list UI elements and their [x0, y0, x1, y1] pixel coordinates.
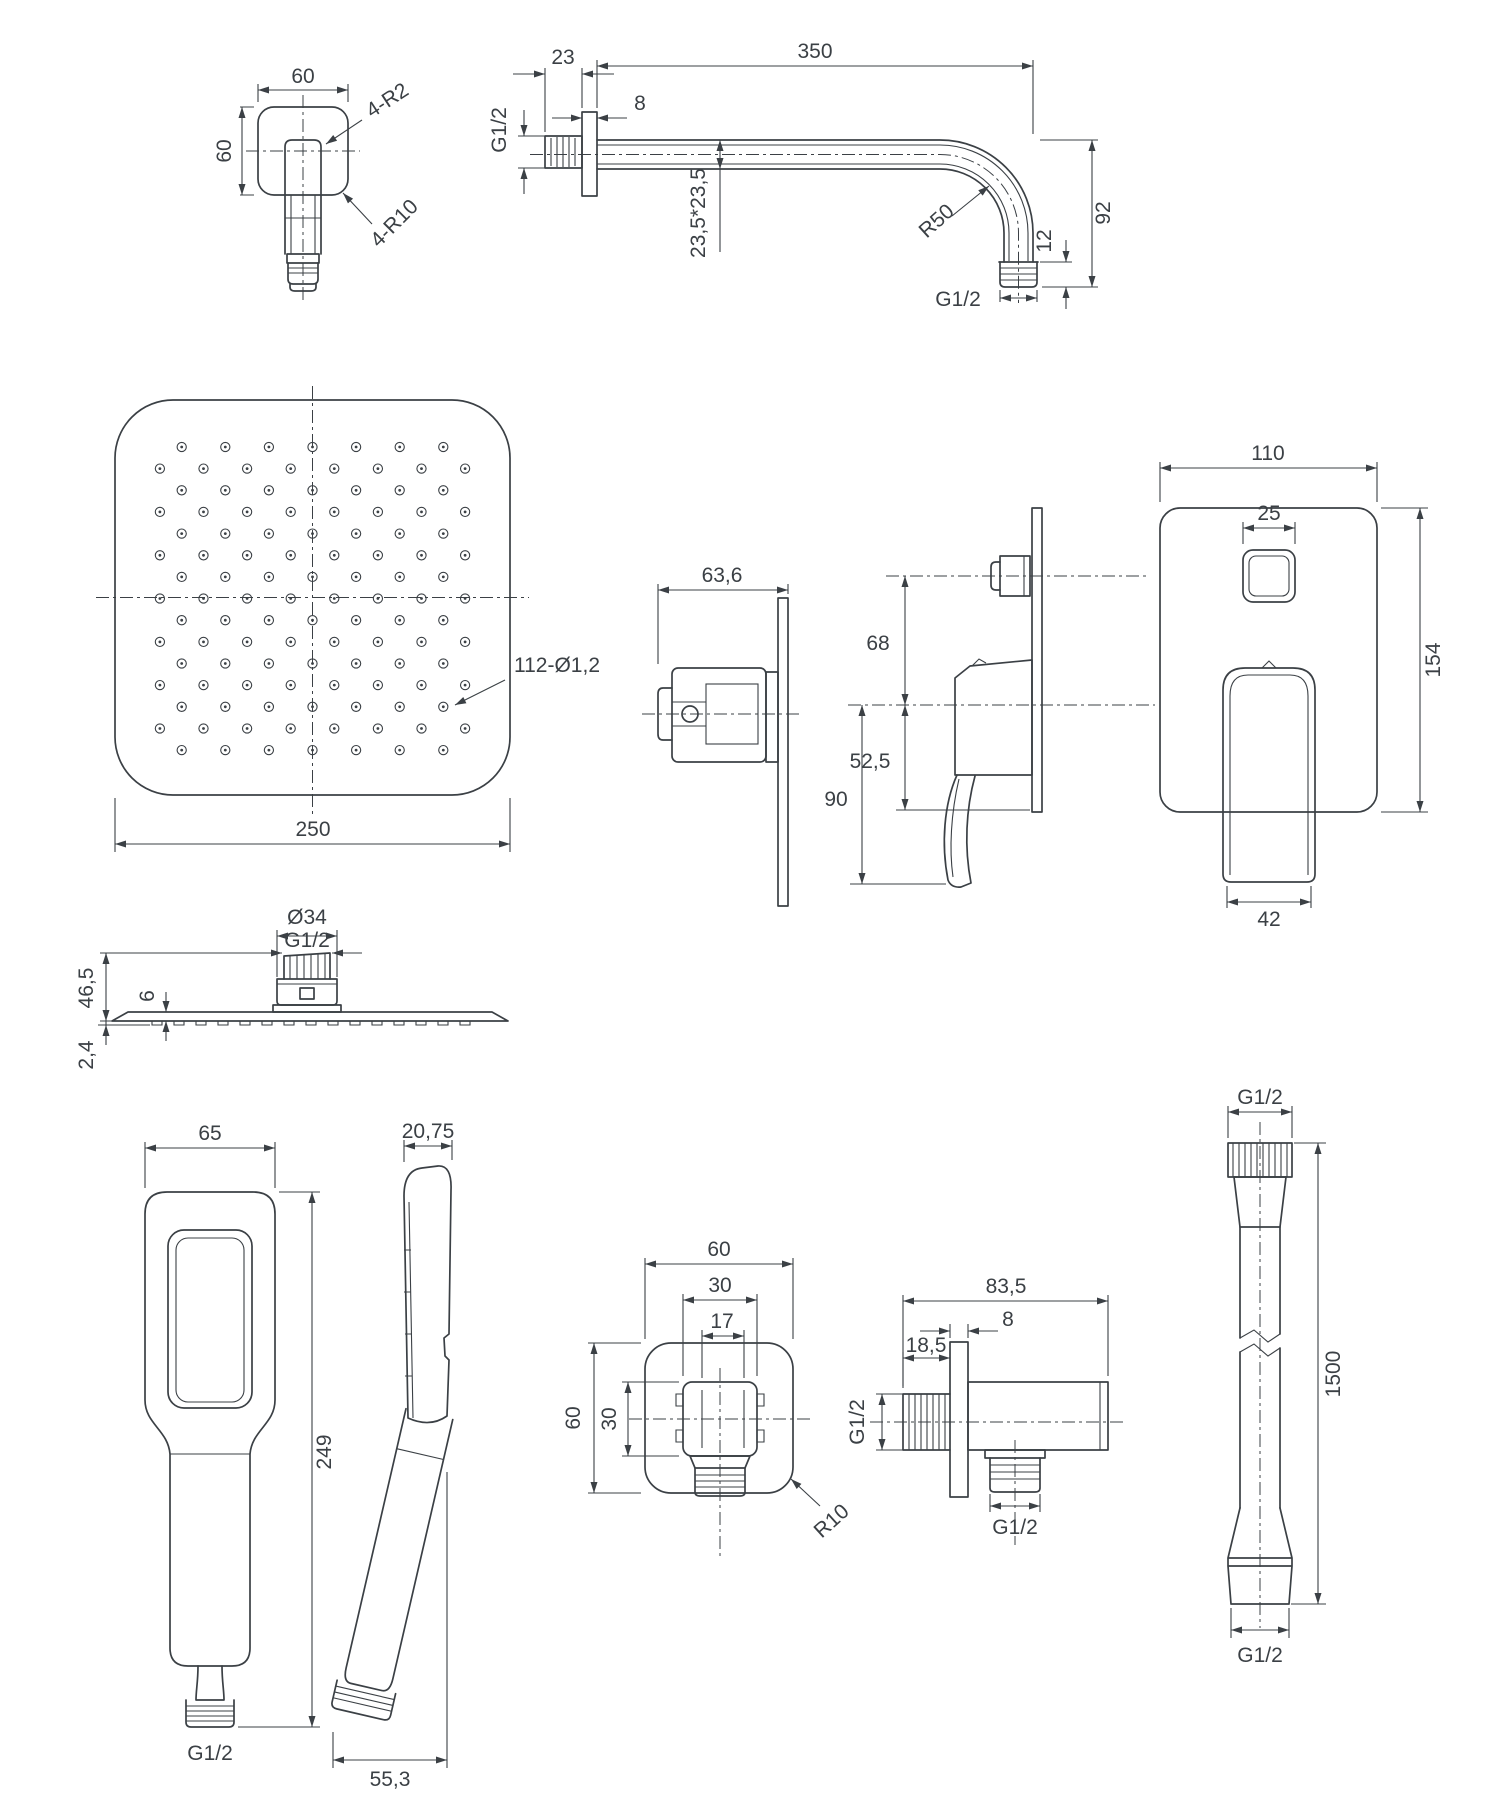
mixer-elevation-centerlines — [848, 575, 1155, 706]
dim-arm-drop: 92 — [1092, 201, 1115, 224]
dim-escutcheon-pipe-radius: 4-R2 — [362, 79, 413, 123]
mixer-elevation-outline — [943, 507, 1043, 888]
dim-head-thread: G1/2 — [284, 929, 330, 952]
outlet-front-view: 60 30 17 60 30 R10 — [562, 1238, 854, 1556]
escutcheon-dimensions: 60 60 4-R2 4-R10 — [213, 65, 423, 252]
dim-outlet-outlet-thread: G1/2 — [992, 1516, 1038, 1539]
head-side-outline — [111, 952, 509, 1026]
escutcheon-centerlines — [246, 95, 360, 302]
dim-head-connector-dia: Ø34 — [287, 906, 327, 929]
dim-outlet-corner-radius: R10 — [810, 1500, 854, 1543]
dim-hose-length: 1500 — [1322, 1351, 1345, 1398]
shower-arm-view: 23 350 8 G1/2 23,5*23,5 R50 92 12 G1/2 — [488, 40, 1115, 311]
dim-arm-outlet-thread: G1/2 — [935, 288, 981, 311]
dim-hose-top-thread: G1/2 — [1237, 1086, 1283, 1109]
dim-outlet-width: 60 — [707, 1238, 730, 1261]
dim-escutcheon-height: 60 — [213, 139, 236, 162]
mixer-elevation-view: 68 52,5 90 — [824, 507, 1155, 888]
mixer-front-dimensions: 110 25 154 42 — [1159, 442, 1445, 931]
head-side-nozzle-ticks — [151, 1021, 471, 1026]
escutcheon-front-view: 60 60 4-R2 4-R10 — [213, 65, 423, 302]
head-nozzle-grid — [154, 441, 471, 756]
dim-mixer-height: 154 — [1422, 642, 1445, 677]
dim-arm-flange-gap: 8 — [634, 92, 646, 115]
handshower-front-outline — [144, 1191, 276, 1728]
head-side-view: Ø34 G1/2 46,5 6 2,4 — [75, 906, 509, 1070]
dim-outlet-length: 83,5 — [986, 1275, 1027, 1298]
handshower-front-view: 65 249 G1/2 — [144, 1122, 336, 1765]
hose-dimensions: G1/2 1500 G1/2 — [1227, 1086, 1345, 1667]
arm-outline — [544, 111, 1039, 288]
dim-handshower-length: 249 — [313, 1434, 336, 1469]
mixer-front-outline — [1159, 507, 1378, 883]
head-top-view: 112-Ø1,2 250 — [96, 386, 600, 852]
outlet-side-dimensions: 83,5 8 18,5 G1/2 G1/2 — [846, 1275, 1109, 1539]
dim-handshower-width: 65 — [198, 1122, 221, 1145]
dim-mixer-lever-drop: 90 — [824, 788, 847, 811]
outlet-front-dimensions: 60 30 17 60 30 R10 — [562, 1238, 854, 1543]
dim-mixer-plate-drop: 52,5 — [850, 750, 891, 773]
dim-outlet-boss-height: 30 — [598, 1407, 621, 1430]
outlet-side-outline — [902, 1341, 1109, 1498]
dim-mixer-depth: 63,6 — [702, 564, 743, 587]
outlet-front-centerlines — [629, 1368, 811, 1556]
mixer-side-dimensions: 63,6 — [657, 564, 789, 664]
mixer-elevation-dimensions: 68 52,5 90 — [824, 576, 1030, 885]
handshower-front-dimensions: 65 249 G1/2 — [144, 1122, 336, 1765]
hose-view: G1/2 1500 G1/2 — [1227, 1086, 1345, 1667]
arm-centerline — [530, 154, 1019, 303]
outlet-side-view: 83,5 8 18,5 G1/2 G1/2 — [846, 1275, 1125, 1545]
dim-handshower-bottom-offset: 55,3 — [370, 1768, 411, 1791]
dim-hose-bottom-thread: G1/2 — [1237, 1644, 1283, 1667]
head-side-dimensions: Ø34 G1/2 46,5 6 2,4 — [75, 906, 362, 1070]
dim-handshower-thread: G1/2 — [187, 1742, 233, 1765]
dim-outlet-height: 60 — [562, 1406, 585, 1429]
dim-outlet-plate-thickness: 8 — [1002, 1308, 1014, 1331]
dim-mixer-axis-gap: 68 — [866, 632, 889, 655]
dim-outlet-inlet-thread: G1/2 — [846, 1399, 869, 1445]
dim-escutcheon-corner-radius: 4-R10 — [366, 195, 423, 252]
dim-escutcheon-width: 60 — [291, 65, 314, 88]
dim-mixer-lever-width: 42 — [1257, 908, 1280, 931]
dim-head-hub-height: 6 — [136, 990, 159, 1002]
dim-outlet-stub-length: 18,5 — [906, 1334, 947, 1357]
dim-outlet-boss: 30 — [708, 1274, 731, 1297]
dim-head-nozzle-height: 2,4 — [75, 1040, 98, 1070]
dim-arm-length: 350 — [797, 40, 832, 63]
dim-handshower-depth: 20,75 — [402, 1120, 455, 1143]
handshower-side-dimensions: 20,75 55,3 — [332, 1120, 455, 1791]
dim-arm-thread-length: 12 — [1033, 229, 1056, 252]
outlet-front-outline — [644, 1342, 794, 1497]
dim-arm-bend-radius: R50 — [915, 200, 959, 243]
mixer-front-view: 110 25 154 42 — [1159, 442, 1445, 931]
dim-arm-tube-section: 23,5*23,5 — [687, 168, 710, 258]
head-outline — [114, 399, 511, 796]
dim-head-edge: 250 — [295, 818, 330, 841]
mixer-side-outline — [657, 597, 789, 907]
dim-arm-inlet-thread: G1/2 — [488, 107, 511, 153]
hose-outline — [1227, 1142, 1293, 1605]
escutcheon-outline — [257, 106, 349, 292]
dim-head-nozzles: 112-Ø1,2 — [514, 654, 600, 677]
dim-head-height: 46,5 — [75, 968, 98, 1009]
dim-arm-wall-inset: 23 — [551, 46, 574, 69]
dim-mixer-button: 25 — [1257, 502, 1280, 525]
dim-outlet-thread-dia: 17 — [710, 1310, 733, 1333]
mixer-side-view: 63,6 — [642, 564, 800, 907]
head-dimensions: 112-Ø1,2 250 — [114, 654, 600, 852]
dim-mixer-width: 110 — [1251, 442, 1284, 465]
head-centerlines — [96, 386, 529, 814]
handshower-side-view: 20,75 55,3 — [331, 1120, 455, 1791]
handshower-side-outline — [331, 1165, 454, 1721]
